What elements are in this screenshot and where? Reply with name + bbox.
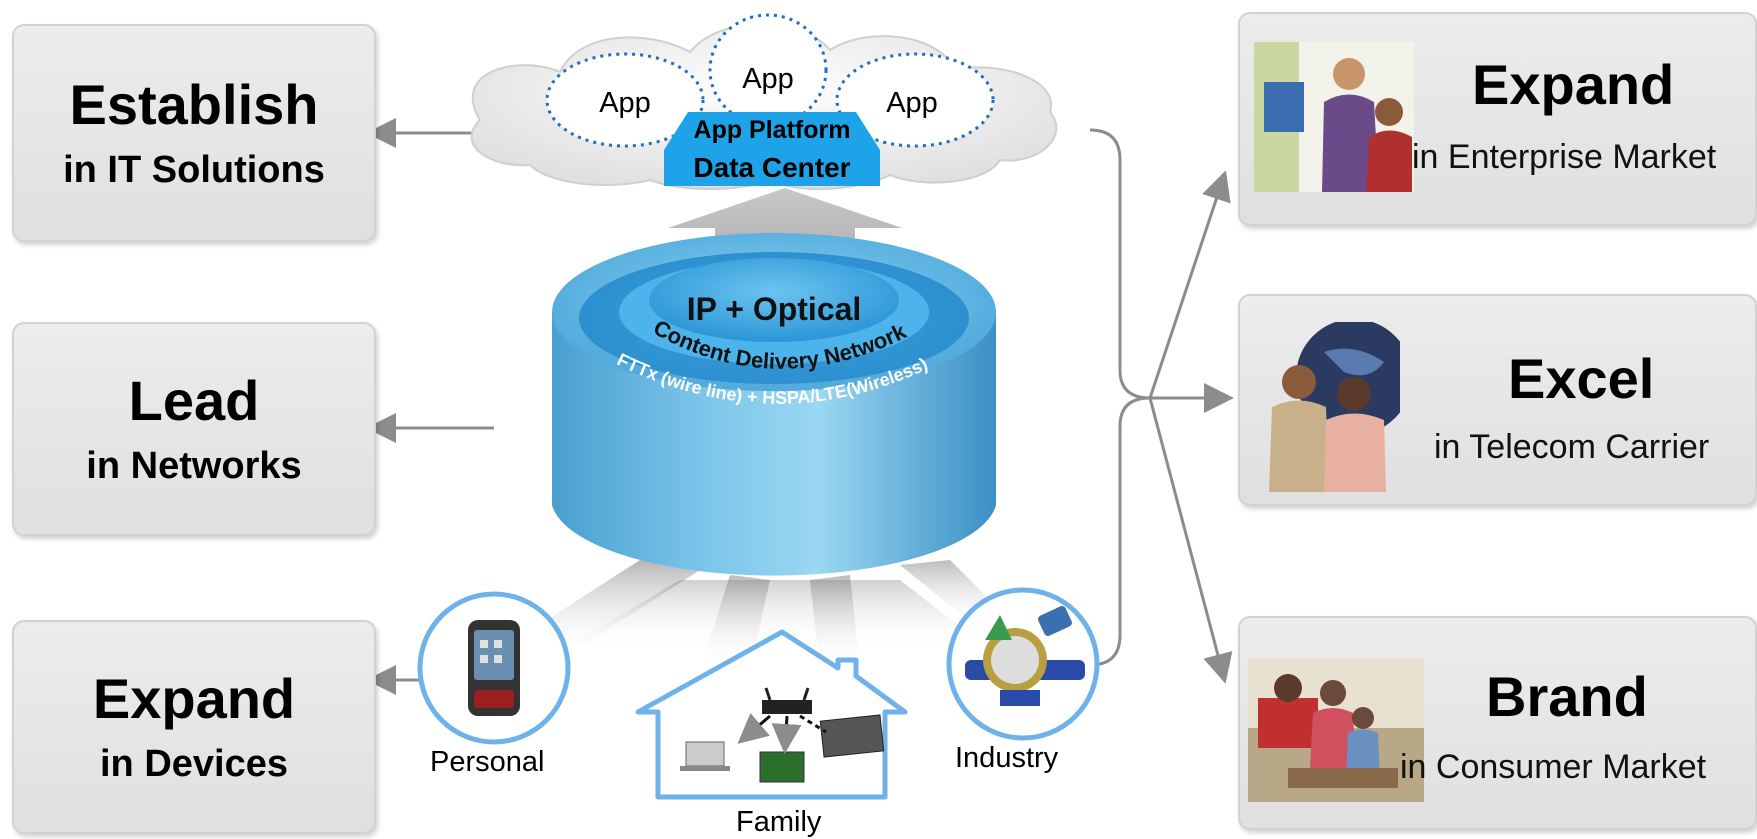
telecom-box: Excel in Telecom Carrier [1238, 294, 1757, 506]
consumer-title: Brand [1486, 665, 1648, 728]
establish-subtitle: in IT Solutions [63, 149, 325, 192]
house-icon [635, 629, 908, 800]
establish-title: Establish [69, 72, 319, 136]
industry-label: Industry [955, 742, 1059, 774]
establish-box: Establish in IT Solutions [12, 24, 376, 242]
enterprise-photo [1254, 42, 1414, 192]
personal-label: Personal [430, 746, 545, 778]
cloud: App App App App Platform Data Center [470, 13, 1058, 191]
telecom-photo [1254, 322, 1400, 492]
data-center-block [664, 150, 880, 186]
consumer-box: Brand in Consumer Market [1238, 616, 1757, 830]
expand-devices-title: Expand [92, 666, 296, 730]
right-brace [1089, 128, 1151, 667]
consumer-subtitle: in Consumer Market [1400, 748, 1707, 786]
lead-title: Lead [128, 368, 260, 432]
lead-subtitle: in Networks [86, 445, 302, 488]
expand-devices-box: Expand in Devices [12, 620, 376, 834]
beam-main [560, 580, 990, 650]
tablet-icon [819, 714, 885, 758]
telecom-subtitle: in Telecom Carrier [1434, 428, 1710, 466]
app-bubble-right [835, 52, 995, 148]
network-cylinder: IP + Optical Content Delivery Network FT… [552, 233, 996, 576]
expand-devices-subtitle: in Devices [100, 743, 288, 786]
enterprise-box: Expand in Enterprise Market [1238, 12, 1757, 226]
lead-box: Lead in Networks [12, 322, 376, 536]
family-label: Family [736, 806, 822, 838]
app-label-left: App [599, 87, 651, 119]
monitor-icon [759, 751, 805, 783]
core-label: IP + Optical [687, 291, 862, 327]
water-meter-icon [965, 606, 1085, 706]
data-center-label: Data Center [693, 152, 850, 183]
consumer-photo [1248, 658, 1424, 802]
app-label-center: App [742, 63, 794, 95]
enterprise-title: Expand [1472, 53, 1675, 116]
router-icon [762, 700, 812, 714]
app-bubble-left [545, 52, 705, 148]
platform-label: App Platform [694, 116, 851, 144]
core-ip-optical [649, 258, 899, 342]
phone-icon [468, 620, 520, 716]
enterprise-subtitle: in Enterprise Market [1412, 138, 1717, 176]
telecom-title: Excel [1508, 347, 1655, 410]
app-label-right: App [886, 87, 938, 119]
laptop-icon [685, 741, 725, 767]
arrow-to-consumer [1148, 397, 1233, 684]
app-platform-block [664, 112, 880, 150]
arrow-to-enterprise [1148, 170, 1231, 399]
